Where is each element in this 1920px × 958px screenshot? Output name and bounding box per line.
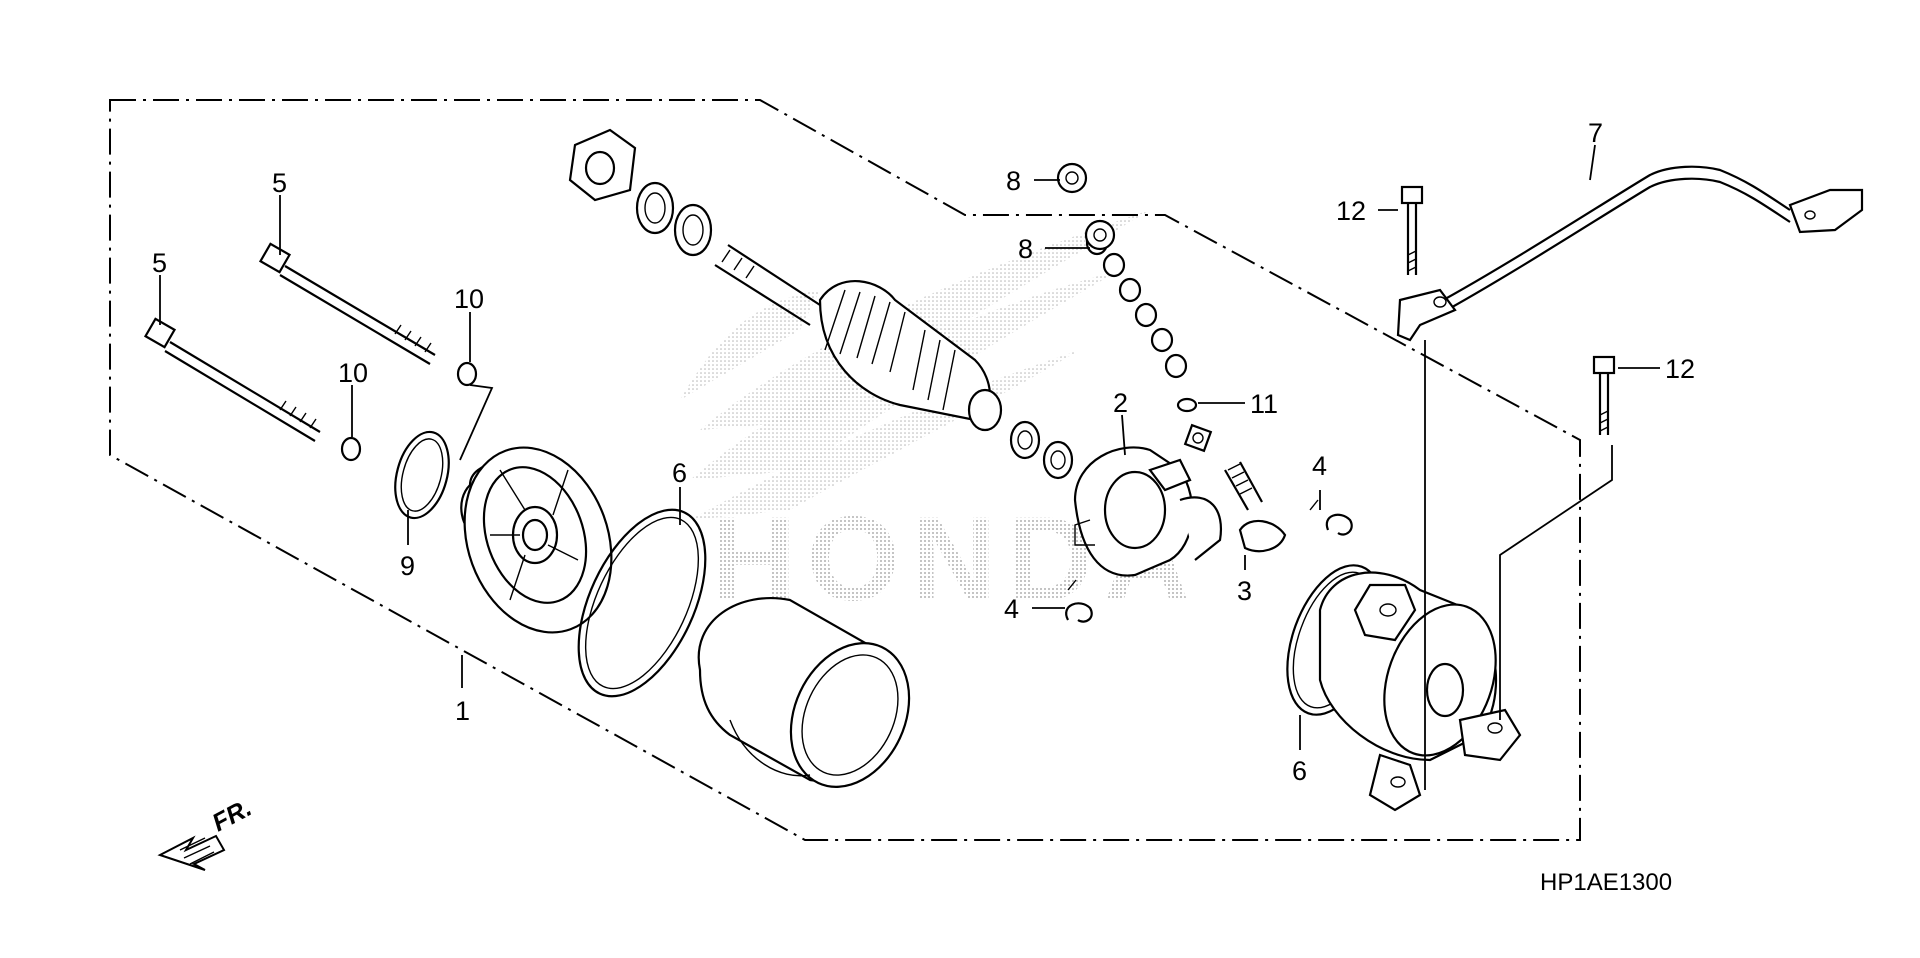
rear-cover bbox=[1318, 571, 1522, 812]
callout-8-upper: 8 bbox=[1006, 166, 1021, 196]
starter-cable-7 bbox=[1396, 165, 1864, 342]
callout-10-upper: 10 bbox=[454, 284, 484, 314]
leader-lines bbox=[159, 144, 1660, 790]
callout-12-upper: 12 bbox=[1336, 196, 1366, 226]
callout-1: 1 bbox=[455, 696, 470, 726]
armature bbox=[714, 244, 1003, 432]
callout-8-lower: 8 bbox=[1018, 234, 1033, 264]
yoke bbox=[697, 597, 911, 788]
gasket-6-left bbox=[577, 508, 707, 698]
callout-12-lower: 12 bbox=[1665, 354, 1695, 384]
bolt-12-lower bbox=[1592, 355, 1616, 435]
nut-8-upper bbox=[1056, 162, 1088, 194]
front-label: FR. bbox=[208, 794, 257, 838]
callout-2: 2 bbox=[1113, 388, 1128, 418]
nut-8-lower bbox=[1084, 219, 1116, 251]
washer-10-upper bbox=[456, 361, 478, 387]
callout-11: 11 bbox=[1250, 389, 1278, 419]
front-direction-arrow-icon bbox=[157, 834, 226, 871]
bolt-12-upper bbox=[1400, 185, 1424, 275]
washer-d bbox=[1042, 440, 1074, 480]
washer-b bbox=[673, 203, 713, 257]
bolt-5-upper bbox=[258, 242, 436, 365]
bolt-5-lower bbox=[143, 317, 321, 442]
terminal-bolt-3 bbox=[1224, 461, 1287, 553]
callout-6-right: 6 bbox=[1292, 756, 1307, 786]
callout-9: 9 bbox=[400, 551, 415, 581]
callout-4-left: 4 bbox=[1004, 594, 1019, 624]
washer-10-lower bbox=[340, 436, 362, 462]
washer-c bbox=[1009, 420, 1041, 460]
callout-6-left: 6 bbox=[672, 458, 687, 488]
callout-4-right: 4 bbox=[1312, 451, 1327, 481]
front-cover bbox=[460, 446, 613, 634]
nut-11 bbox=[1183, 423, 1213, 453]
callout-7: 7 bbox=[1588, 118, 1603, 148]
diagram-code: HP1AE1300 bbox=[1540, 869, 1672, 896]
o-ring-9 bbox=[394, 430, 450, 520]
callout-10-lower: 10 bbox=[338, 358, 368, 388]
callout-5-lower: 5 bbox=[152, 248, 167, 278]
callout-3: 3 bbox=[1237, 576, 1252, 606]
washer-a bbox=[635, 181, 675, 235]
brush-spring-4-right bbox=[1325, 513, 1353, 536]
brush-spring-4-left bbox=[1065, 602, 1093, 623]
brush-holder-2 bbox=[1073, 446, 1223, 577]
assembly-boundary bbox=[109, 99, 1581, 841]
callout-5-upper: 5 bbox=[272, 168, 287, 198]
